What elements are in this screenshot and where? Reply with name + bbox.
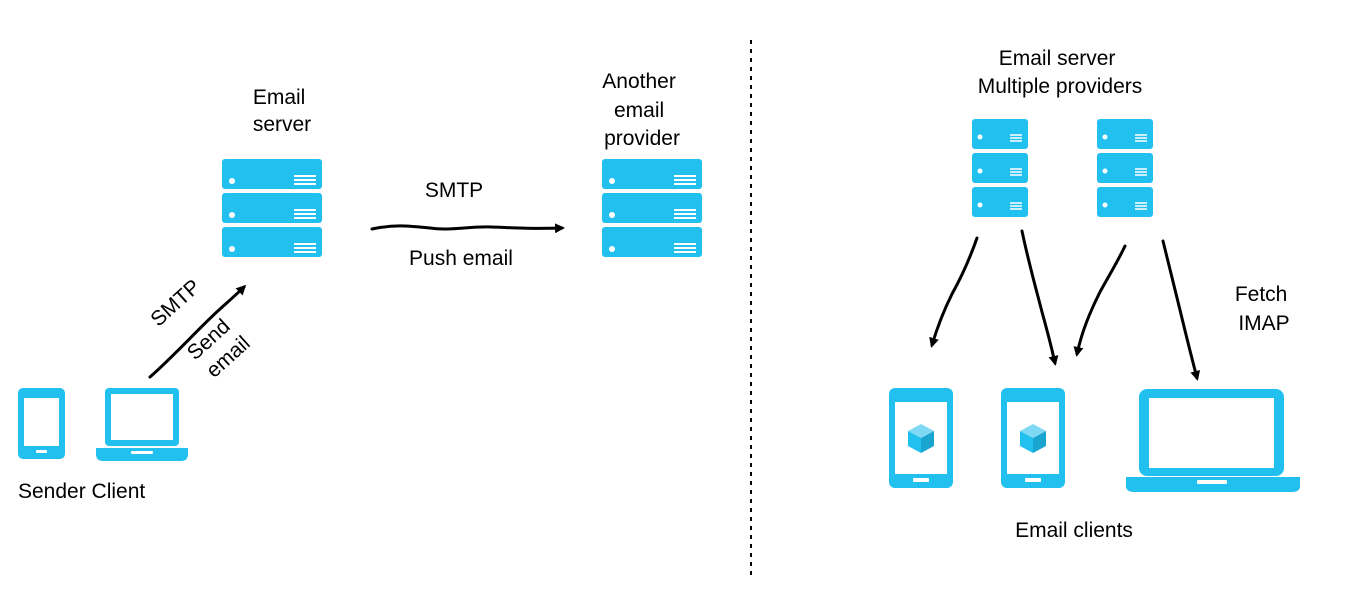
client-laptop-icon [1126,389,1300,492]
push-email-label: Push email [409,247,513,270]
fetch-arrow-4 [1161,239,1201,381]
sender-laptop-icon [96,388,188,461]
multi-provider-server-label: Email server Multiple providers [978,47,1143,98]
email-clients-label: Email clients [1015,519,1133,542]
send-email-label: Send email [183,311,257,384]
fetch-arrow-3 [1073,244,1127,357]
sender-client-label: Sender Client [18,480,145,503]
smtp-push-label: SMTP [425,179,483,202]
fetch-arrow-2 [1020,229,1059,366]
client-tablet-icon-1 [889,388,953,488]
fetch-arrow-1 [929,236,979,348]
email-server-icon [221,158,323,258]
push-email-arrow [370,223,565,234]
client-tablet-icon-2 [1001,388,1065,488]
provider-server-icon-2 [1096,118,1154,218]
another-provider-label: Another email provider [602,70,681,150]
send-email-arrow [148,284,247,379]
smtp-send-label: SMTP [146,275,205,331]
provider-server-icon-1 [971,118,1029,218]
another-provider-server-icon [601,158,703,258]
email-server-label: Email server [253,86,311,136]
sender-phone-icon [18,388,65,459]
fetch-imap-label: Fetch IMAP [1235,283,1293,335]
